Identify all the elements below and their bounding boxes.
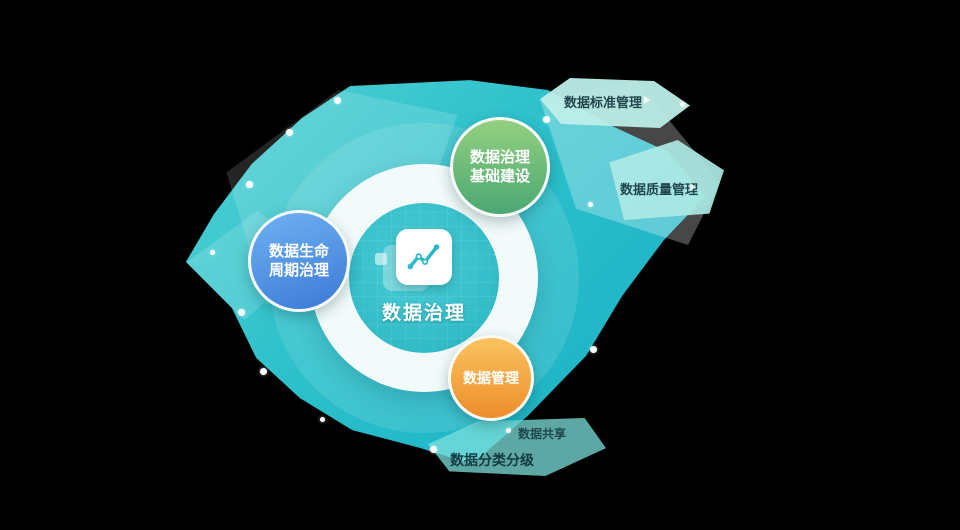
pointer-icon <box>690 183 696 191</box>
node-data-lifecycle: 数据生命 周期治理 <box>248 210 350 312</box>
edge-dot <box>506 428 511 433</box>
node-label-line: 周期治理 <box>268 262 329 279</box>
node-governance-foundation: 数据治理 基础建设 <box>450 117 550 217</box>
edge-dot <box>334 97 341 104</box>
edge-dot <box>430 446 437 453</box>
pointer-icon <box>644 96 650 104</box>
center-circle: 数据治理 <box>349 203 499 353</box>
edge-dot <box>543 116 550 123</box>
edge-dot <box>246 181 253 188</box>
line-chart-icon <box>396 229 452 285</box>
edge-dot <box>210 250 215 255</box>
node-label-line: 数据治理 <box>469 148 530 166</box>
node-label-line: 基础建设 <box>469 168 530 185</box>
edge-label-classification: 数据分类分级 <box>450 452 534 468</box>
line-chart-glyph <box>407 244 440 270</box>
node-label-line: 数据管理 <box>463 369 519 386</box>
edge-label-standards: 数据标准管理 <box>564 95 643 110</box>
edge-label-quality: 数据质量管理 <box>620 182 699 197</box>
center-title: 数据治理 <box>381 303 466 324</box>
edge-label-sharing: 数据共享 <box>518 427 567 441</box>
edge-dot <box>260 368 267 375</box>
edge-dot <box>320 417 325 422</box>
edge-dot <box>238 309 245 316</box>
icon-mini-square <box>375 253 387 265</box>
edge-dot <box>590 346 597 353</box>
node-label-line: 数据生命 <box>268 242 329 260</box>
edge-dot <box>588 202 593 207</box>
edge-dot <box>286 129 293 136</box>
edge-dot <box>680 102 685 107</box>
node-data-management: 数据管理 <box>448 335 534 421</box>
